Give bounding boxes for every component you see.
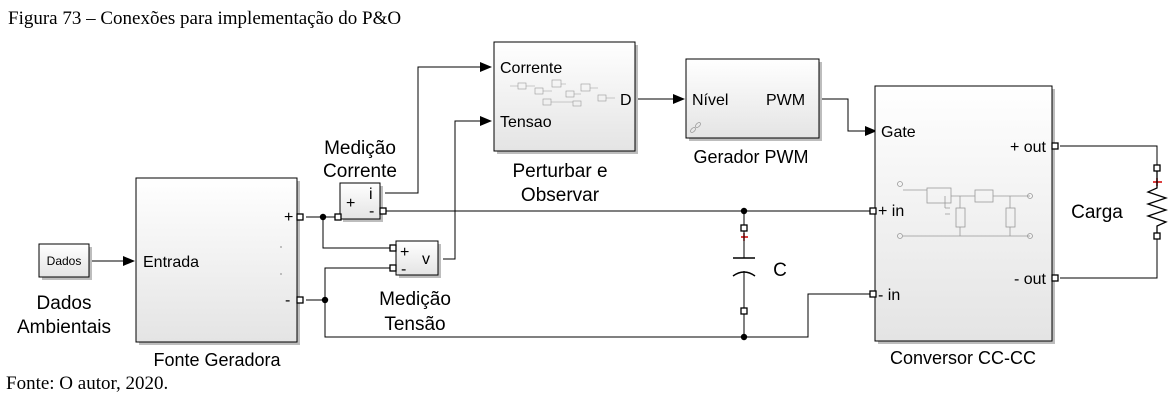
dados-block[interactable]: Dados Dados Ambientais xyxy=(17,243,111,338)
pwm-port-nivel: Nível xyxy=(692,92,728,109)
figure-caption: Figura 73 – Conexões para implementação … xyxy=(8,8,402,29)
conversor-port-gate: Gate xyxy=(881,124,916,141)
corrente-sign-plus: + xyxy=(346,195,355,212)
dados-label: Ambientais xyxy=(17,317,111,338)
corrente-label: Corrente xyxy=(323,161,397,182)
po-subsystem-preview xyxy=(510,79,615,107)
wire-corrente-signal xyxy=(385,62,492,194)
tensao-minus-port xyxy=(389,264,397,272)
po-port-tensao: Tensao xyxy=(500,114,552,131)
conversor-label: Conversor CC-CC xyxy=(890,348,1036,368)
po-port-corrente: Corrente xyxy=(500,60,562,77)
junction-dot xyxy=(319,213,327,221)
fonte-port-neg: - xyxy=(285,292,290,309)
carga-resistor[interactable]: Carga xyxy=(1071,164,1168,240)
conversor-cc-cc-block[interactable]: Gate + in - in + out - out Conversor CC-… xyxy=(869,85,1059,368)
wire-neg-to-vminus xyxy=(324,267,391,300)
tensao-label: Medição xyxy=(379,289,451,310)
conversor-port-in-pos: + in xyxy=(878,203,904,220)
link-icon xyxy=(690,122,701,133)
tensao-sign-plus: + xyxy=(400,244,409,261)
conversor-port-in-neg: - in xyxy=(878,287,900,304)
gerador-pwm-block[interactable]: Nível PWM Gerador PWM xyxy=(685,58,822,167)
fonte-pos-port xyxy=(296,213,304,221)
conversor-port-out-pos: + out xyxy=(1010,139,1047,156)
perturbar-observar-block[interactable]: Corrente Tensao D Perturbar e Observar xyxy=(493,41,638,206)
converter-circuit-preview xyxy=(897,181,1033,239)
junction-dot xyxy=(321,296,329,304)
corrente-label: Medição xyxy=(324,138,396,159)
conversor-port-out-neg: - out xyxy=(1014,271,1047,288)
po-label: Perturbar e xyxy=(512,161,607,182)
resistor-zigzag xyxy=(1145,171,1168,233)
po-port-d: D xyxy=(620,92,632,109)
fonte-port-entrada: Entrada xyxy=(143,254,199,271)
dados-block-text: Dados xyxy=(47,254,82,268)
tensao-label: Tensão xyxy=(384,314,445,335)
pwm-port-pwm: PWM xyxy=(766,92,805,109)
junction-dot xyxy=(740,207,748,215)
po-label: Observar xyxy=(521,185,600,206)
capacitor-c[interactable]: C xyxy=(732,224,787,315)
corrente-in-port xyxy=(334,213,342,221)
wire-pwm-to-gate xyxy=(822,98,877,136)
corrente-symbol: i xyxy=(369,186,373,203)
tensao-symbol: v xyxy=(422,251,430,268)
dados-label: Dados xyxy=(37,293,92,314)
fonte-geradora-block[interactable]: Entrada + - Fonte Geradora xyxy=(135,177,304,370)
wire-neg-return xyxy=(324,293,870,338)
tensao-sign-minus: - xyxy=(401,261,406,278)
fonte-port-pos: + xyxy=(284,209,293,226)
wire-pos-to-vplus xyxy=(322,217,391,249)
junction-dot xyxy=(740,333,748,341)
carga-label: Carga xyxy=(1071,202,1123,223)
tensao-plus-port xyxy=(389,244,397,252)
source-caption: Fonte: O autor, 2020. xyxy=(6,373,169,394)
junctions xyxy=(319,207,748,341)
wire-tensao-signal xyxy=(443,116,492,260)
medicao-tensao-block[interactable]: + - v Medição Tensão xyxy=(379,240,451,335)
corrente-out-port xyxy=(379,207,387,215)
fonte-label: Fonte Geradora xyxy=(153,350,281,370)
medicao-corrente-block[interactable]: + - i Medição Corrente xyxy=(323,138,397,222)
wire-out-pos-to-load xyxy=(1060,145,1158,168)
pwm-label: Gerador PWM xyxy=(693,147,808,167)
corrente-sign-minus: - xyxy=(369,203,374,220)
wire-out-neg-to-load xyxy=(1060,236,1158,279)
fonte-neg-port xyxy=(296,296,304,304)
capacitor-label: C xyxy=(773,260,787,281)
